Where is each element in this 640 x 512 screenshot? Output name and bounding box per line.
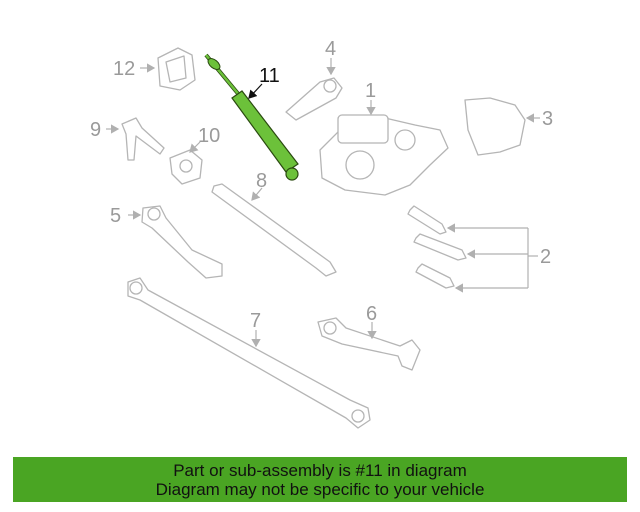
callout-4: 4	[325, 38, 336, 60]
callout-6: 6	[366, 303, 377, 325]
banner-line-disclaimer: Diagram may not be specific to your vehi…	[155, 480, 485, 499]
banner-line-part: Part or sub-assembly is #11 in diagram	[173, 461, 467, 480]
part-10-clamp[interactable]: 10	[169, 125, 220, 185]
part-info-banner: Part or sub-assembly is #11 in diagram D…	[13, 457, 627, 502]
callout-9: 9	[90, 119, 101, 141]
callout-12: 12	[113, 58, 135, 80]
callout-1: 1	[365, 80, 376, 102]
callout-8: 8	[256, 170, 267, 192]
part-4-pitman-arm[interactable]: 4	[285, 38, 343, 121]
part-2-bolts[interactable]: 2	[407, 205, 551, 293]
part-11-steering-damper[interactable]: 11	[204, 53, 299, 181]
callout-5: 5	[110, 205, 121, 227]
callout-10: 10	[198, 125, 220, 147]
part-12-bracket[interactable]: 12	[113, 47, 196, 91]
parts-diagram: 12 4 1 3 9 10 8	[90, 38, 553, 429]
part-6-tie-rod-end[interactable]: 6	[317, 303, 421, 371]
callout-3: 3	[542, 108, 553, 130]
part-5-tie-rod-end[interactable]: 5	[110, 205, 223, 279]
part-1-steering-gear[interactable]: 1	[319, 80, 449, 196]
callout-11: 11	[259, 65, 280, 87]
callout-7: 7	[250, 310, 261, 332]
part-8-tie-rod[interactable]: 8	[211, 170, 337, 277]
part-9-stud[interactable]: 9	[90, 117, 165, 161]
callout-2: 2	[540, 246, 551, 268]
part-7-drag-link[interactable]: 7	[127, 277, 371, 429]
part-3-cover[interactable]: 3	[464, 97, 553, 156]
